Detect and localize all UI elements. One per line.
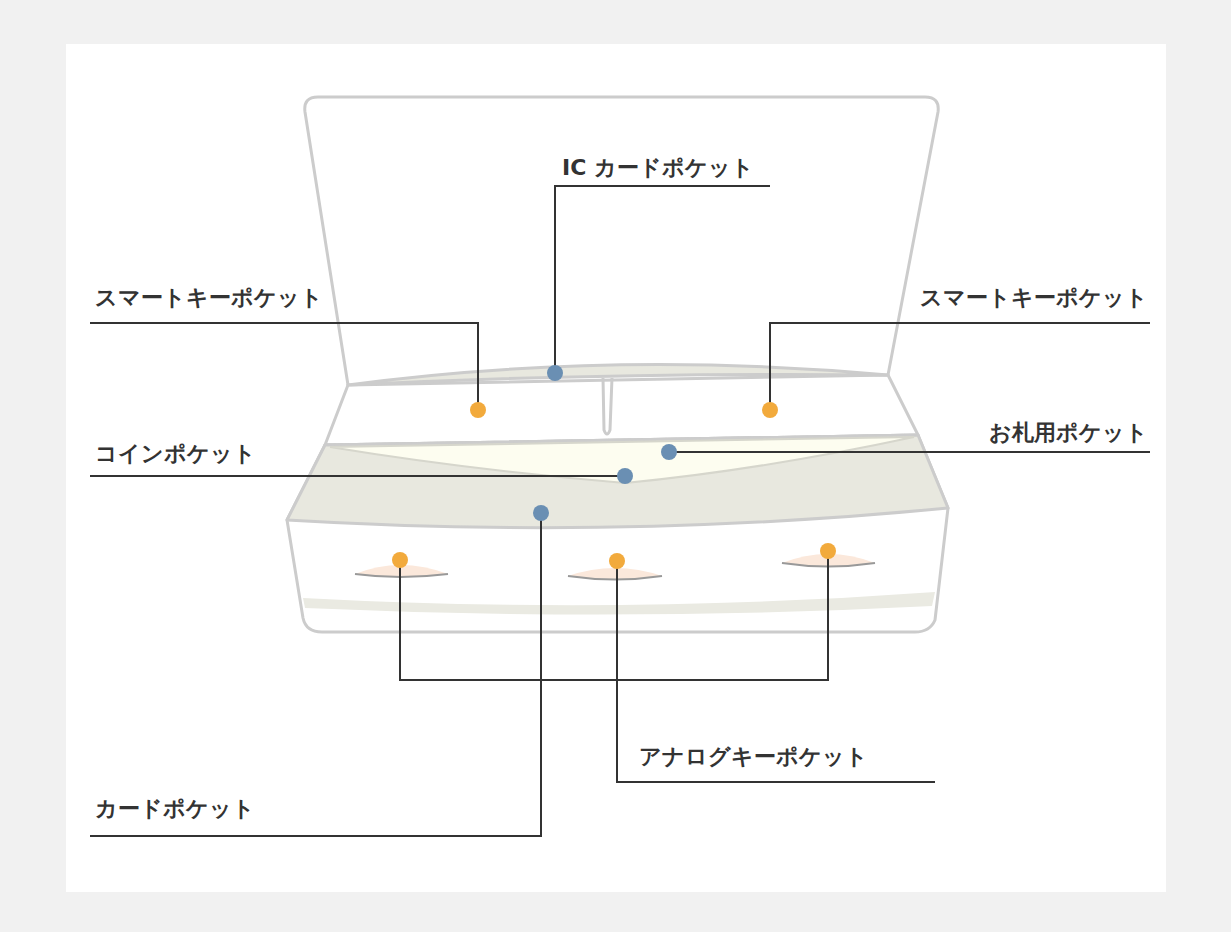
callout-dots (392, 365, 836, 569)
callout-label: スマートキーポケット (93, 285, 325, 311)
wallet-flap (305, 97, 938, 385)
panel (66, 44, 1166, 892)
callout-label: お札用ポケット (987, 420, 1150, 446)
callout-label: IC カードポケット (560, 155, 756, 181)
leader-lines (90, 186, 1150, 836)
callout-label: アナログキーポケット (637, 744, 870, 770)
smart-key-pocket (325, 375, 918, 445)
bottom-strip (303, 592, 935, 615)
callout-label: コインポケット (93, 441, 258, 467)
pocket-slit (603, 378, 612, 434)
key-slots (355, 554, 875, 580)
callout-label: スマートキーポケット (918, 285, 1150, 311)
card-pocket (287, 435, 948, 528)
ic-card-pocket (348, 365, 888, 385)
callout-label: カードポケット (93, 796, 257, 822)
